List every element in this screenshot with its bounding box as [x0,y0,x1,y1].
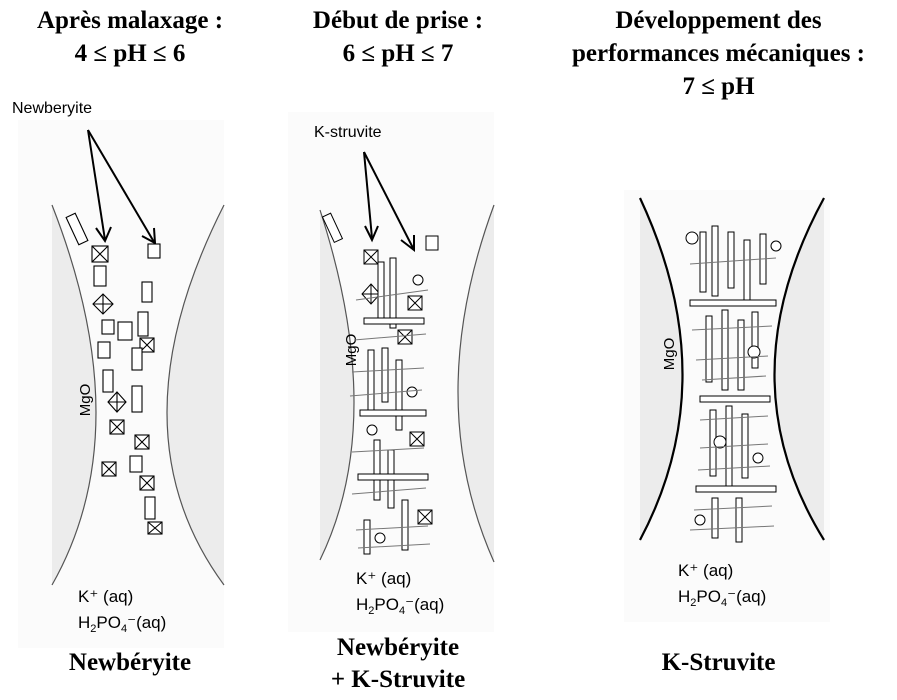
struvite-nodule [407,387,417,397]
caption-line: Newbéryite [0,647,260,679]
stage-caption: Newbéryite + K-Struvite [268,632,528,696]
struvite-needle [744,240,750,300]
struvite-needle [712,226,718,296]
crystal [118,322,132,340]
struvite-needle [706,316,712,382]
pore-diagram: MgO K⁺ [540,0,897,700]
struvite-needle [736,498,742,542]
struvite-needle [382,348,388,402]
struvite-needle [690,300,776,306]
crystal [426,236,438,250]
stage-caption: Newbéryite [0,647,260,679]
mgo-label: MgO [661,338,678,371]
crystal [138,312,148,336]
struvite-nodule [686,232,698,244]
struvite-needle [712,498,718,538]
cation-label: K⁺ (aq) [78,587,133,606]
struvite-needle [752,312,758,368]
crystal [130,456,142,472]
stage-setting-start-panel: Début de prise : 6 ≤ pH ≤ 7 MgO K-struvi… [268,0,528,700]
cation-label: K⁺ (aq) [678,561,733,580]
struvite-nodule [695,515,705,525]
crystal [145,497,155,519]
struvite-needle [396,360,402,430]
struvite-needle [358,474,428,480]
stage-mechanical-development-panel: Développement des performances mécanique… [540,0,897,700]
pore-diagram: MgO K-struvite [268,0,528,700]
crystal [94,266,106,286]
crystal [148,244,160,258]
crystal [103,370,113,392]
struvite-needle [738,320,744,390]
stage-after-mixing-panel: Après malaxage : 4 ≤ pH ≤ 6 MgO Newberyi… [0,0,260,700]
crystal [132,348,142,370]
struvite-needle [700,396,770,402]
cation-label: K⁺ (aq) [356,569,411,588]
struvite-needle [368,350,374,410]
crystal [132,386,142,412]
struvite-needle [700,232,706,292]
struvite-needle [364,318,424,324]
caption-line: + K-Struvite [268,664,528,696]
struvite-nodule [367,425,377,435]
struvite-needle [378,262,384,322]
struvite-needle [728,232,734,288]
struvite-nodule [771,241,781,251]
crystal [142,282,152,302]
crystal [98,342,110,358]
k-struvite-pointer-label: K-struvite [314,124,382,141]
struvite-needle [374,440,380,500]
stage-caption: K-Struvite [540,647,897,679]
crystal [102,320,114,334]
struvite-nodule [375,533,385,543]
mgo-label: MgO [77,384,94,417]
struvite-needle [742,414,748,478]
struvite-nodule [413,275,423,285]
newberyite-pointer-label: Newberyite [12,100,92,117]
pore-diagram: MgO Newberyite [0,0,260,700]
caption-line: Newbéryite [268,632,528,664]
mgo-label: MgO [343,334,360,367]
struvite-needle [360,410,426,416]
struvite-nodule [753,453,763,463]
struvite-needle [402,500,408,550]
struvite-needle [696,486,776,492]
caption-line: K-Struvite [540,647,897,679]
struvite-needle [364,520,370,554]
